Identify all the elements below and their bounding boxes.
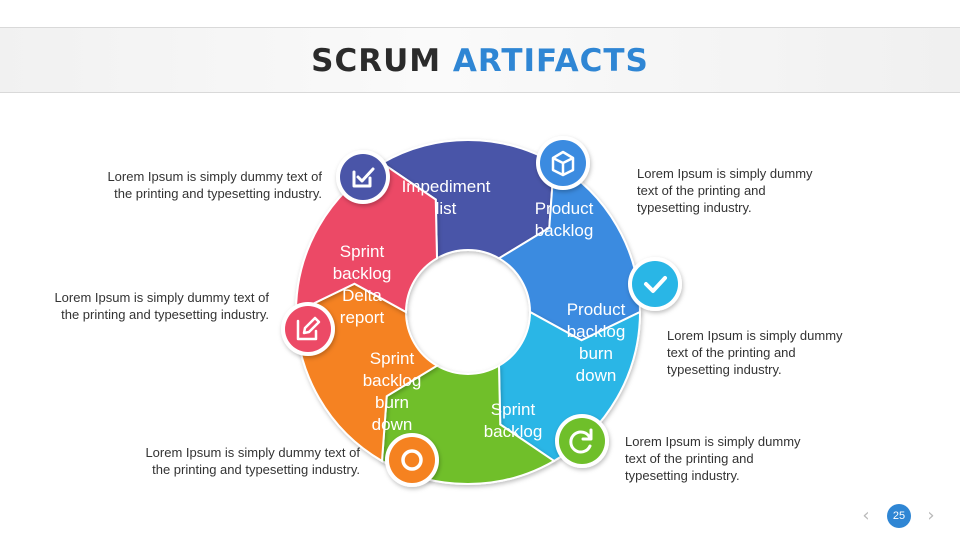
edit-icon (281, 302, 335, 356)
description-sprint-backlog-delta-report: Lorem Ipsum is simply dummy text of the … (54, 290, 269, 322)
segment-product-backlog (497, 161, 642, 342)
chevron-right-icon[interactable]: › (927, 505, 935, 526)
title-bar: SCRUM ARTIFACTS (0, 27, 960, 93)
slide-title: SCRUM ARTIFACTS (0, 28, 960, 92)
check-icon (628, 257, 682, 311)
circle-icon (385, 433, 439, 487)
page-number: 25 (887, 504, 911, 528)
description-product-backlog-burn-down: Lorem Ipsum is simply dummy text of the … (667, 328, 843, 377)
description-sprint-backlog-burn-down: Lorem Ipsum is simply dummy text of the … (145, 445, 360, 477)
description-impediment-list: Lorem Ipsum is simply dummy text of the … (107, 169, 322, 201)
checkbox-icon (336, 150, 390, 204)
chevron-left-icon[interactable]: ‹ (862, 505, 870, 526)
description-sprint-backlog: Lorem Ipsum is simply dummy text of the … (625, 434, 801, 483)
title-part-1: SCRUM (311, 43, 442, 79)
box-icon (536, 136, 590, 190)
segment-product-backlog-burn-down (497, 310, 642, 463)
title-part-2: ARTIFACTS (452, 43, 649, 79)
refresh-icon (555, 414, 609, 468)
description-product-backlog: Lorem Ipsum is simply dummy text of the … (637, 166, 813, 215)
